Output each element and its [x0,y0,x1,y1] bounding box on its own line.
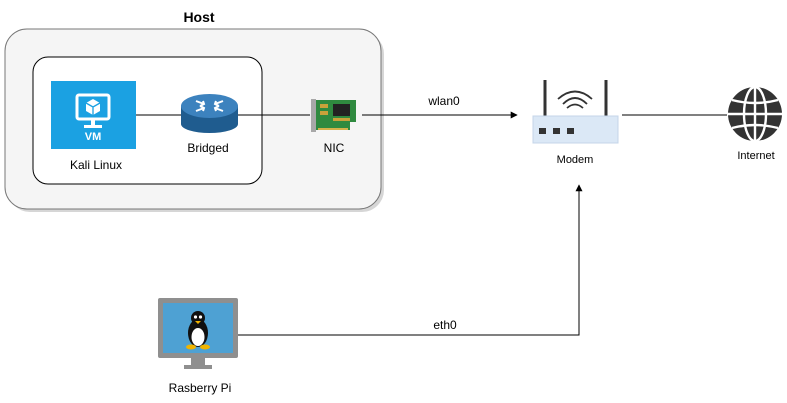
internet-label: Internet [737,150,775,162]
bridge-label: Bridged [187,141,229,155]
router-icon [181,94,238,133]
pi-label: Rasberry Pi [168,381,232,395]
modem-label: Modem [556,154,594,166]
monitor-linux-icon [158,298,238,369]
pi-to-modem-link [238,184,583,336]
host-title: Host [183,9,215,25]
vm-badge: VM [84,131,102,143]
vm-label: Kali Linux [69,158,123,172]
nic-icon [311,99,356,132]
wlan-link-label: wlan0 [428,94,460,108]
nic-label: NIC [323,141,345,155]
modem-icon [532,80,619,144]
eth-link-label: eth0 [433,318,457,332]
vm-icon [51,81,136,149]
globe-icon [728,85,782,143]
